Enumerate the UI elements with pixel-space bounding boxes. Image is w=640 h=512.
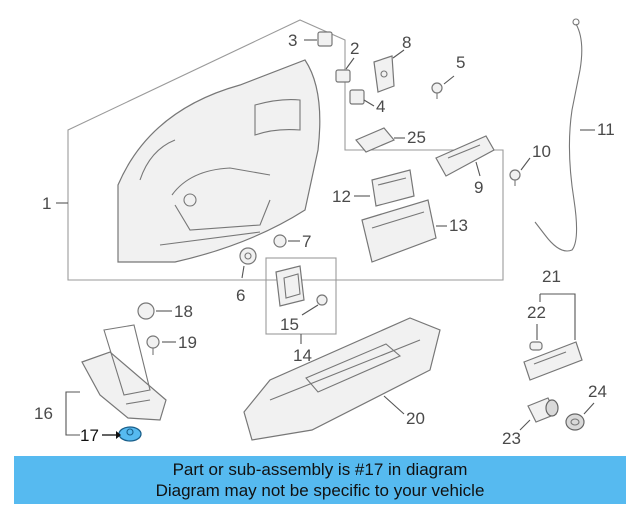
callout-3: 3 xyxy=(288,31,297,50)
callout-14: 14 xyxy=(293,346,312,365)
clip-18: 18 xyxy=(137,302,193,321)
callout-12: 12 xyxy=(332,187,351,206)
handle-9: 9 xyxy=(435,135,495,197)
screw-5: 5 xyxy=(431,53,465,99)
callout-19: 19 xyxy=(178,333,197,352)
callout-4: 4 xyxy=(376,97,385,116)
banner-line-2: Diagram may not be specific to your vehi… xyxy=(155,481,485,500)
callout-9: 9 xyxy=(474,178,483,197)
clip-4: 4 xyxy=(349,89,385,116)
clip-7: 7 xyxy=(273,232,311,251)
callout-7: 7 xyxy=(302,232,311,251)
callout-group-1: 1 xyxy=(42,194,68,213)
callout-24: 24 xyxy=(588,382,607,401)
callout-18: 18 xyxy=(174,302,193,321)
bracket-8: 8 xyxy=(373,33,411,93)
fastener-2: 2 xyxy=(335,39,359,83)
trim-13: 13 xyxy=(361,199,468,263)
callout-6: 6 xyxy=(236,286,245,305)
callout-1: 1 xyxy=(42,194,51,213)
callout-23: 23 xyxy=(502,429,521,448)
callout-13: 13 xyxy=(449,216,468,235)
plate-16: 16 xyxy=(34,324,167,436)
main-assembly-outline xyxy=(67,19,504,281)
lamp-assembly-21: 21 22 xyxy=(523,267,583,381)
cover-25: 25 xyxy=(355,127,426,153)
info-banner: Part or sub-assembly is #17 in diagram D… xyxy=(14,456,626,504)
callout-8: 8 xyxy=(402,33,411,52)
highlighted-part-17: 17 xyxy=(80,426,142,445)
callout-21: 21 xyxy=(542,267,561,286)
sub-assembly-14-box: 15 14 xyxy=(265,257,337,365)
parts-diagram: 3 2 8 4 5 25 9 xyxy=(34,18,615,448)
lamp-12: 12 xyxy=(332,169,415,207)
socket-24: 24 xyxy=(565,382,607,431)
quarter-trim-panel xyxy=(117,59,321,263)
callout-11: 11 xyxy=(597,120,615,139)
callout-22: 22 xyxy=(527,303,546,322)
bulb-socket-23: 23 xyxy=(502,397,559,448)
nut-6: 6 xyxy=(236,247,257,305)
callout-2: 2 xyxy=(350,39,359,58)
screw-19: 19 xyxy=(146,333,197,355)
bolt-10: 10 xyxy=(509,142,551,186)
clip-3: 3 xyxy=(288,31,333,50)
callout-15: 15 xyxy=(280,315,299,334)
callout-16: 16 xyxy=(34,404,53,423)
cable-11: 11 xyxy=(534,18,615,252)
banner-line-1: Part or sub-assembly is #17 in diagram xyxy=(172,460,468,479)
callout-5: 5 xyxy=(456,53,465,72)
callout-25: 25 xyxy=(407,128,426,147)
callout-10: 10 xyxy=(532,142,551,161)
trim-20: 20 xyxy=(243,317,441,441)
callout-20: 20 xyxy=(406,409,425,428)
callout-17: 17 xyxy=(80,426,99,445)
